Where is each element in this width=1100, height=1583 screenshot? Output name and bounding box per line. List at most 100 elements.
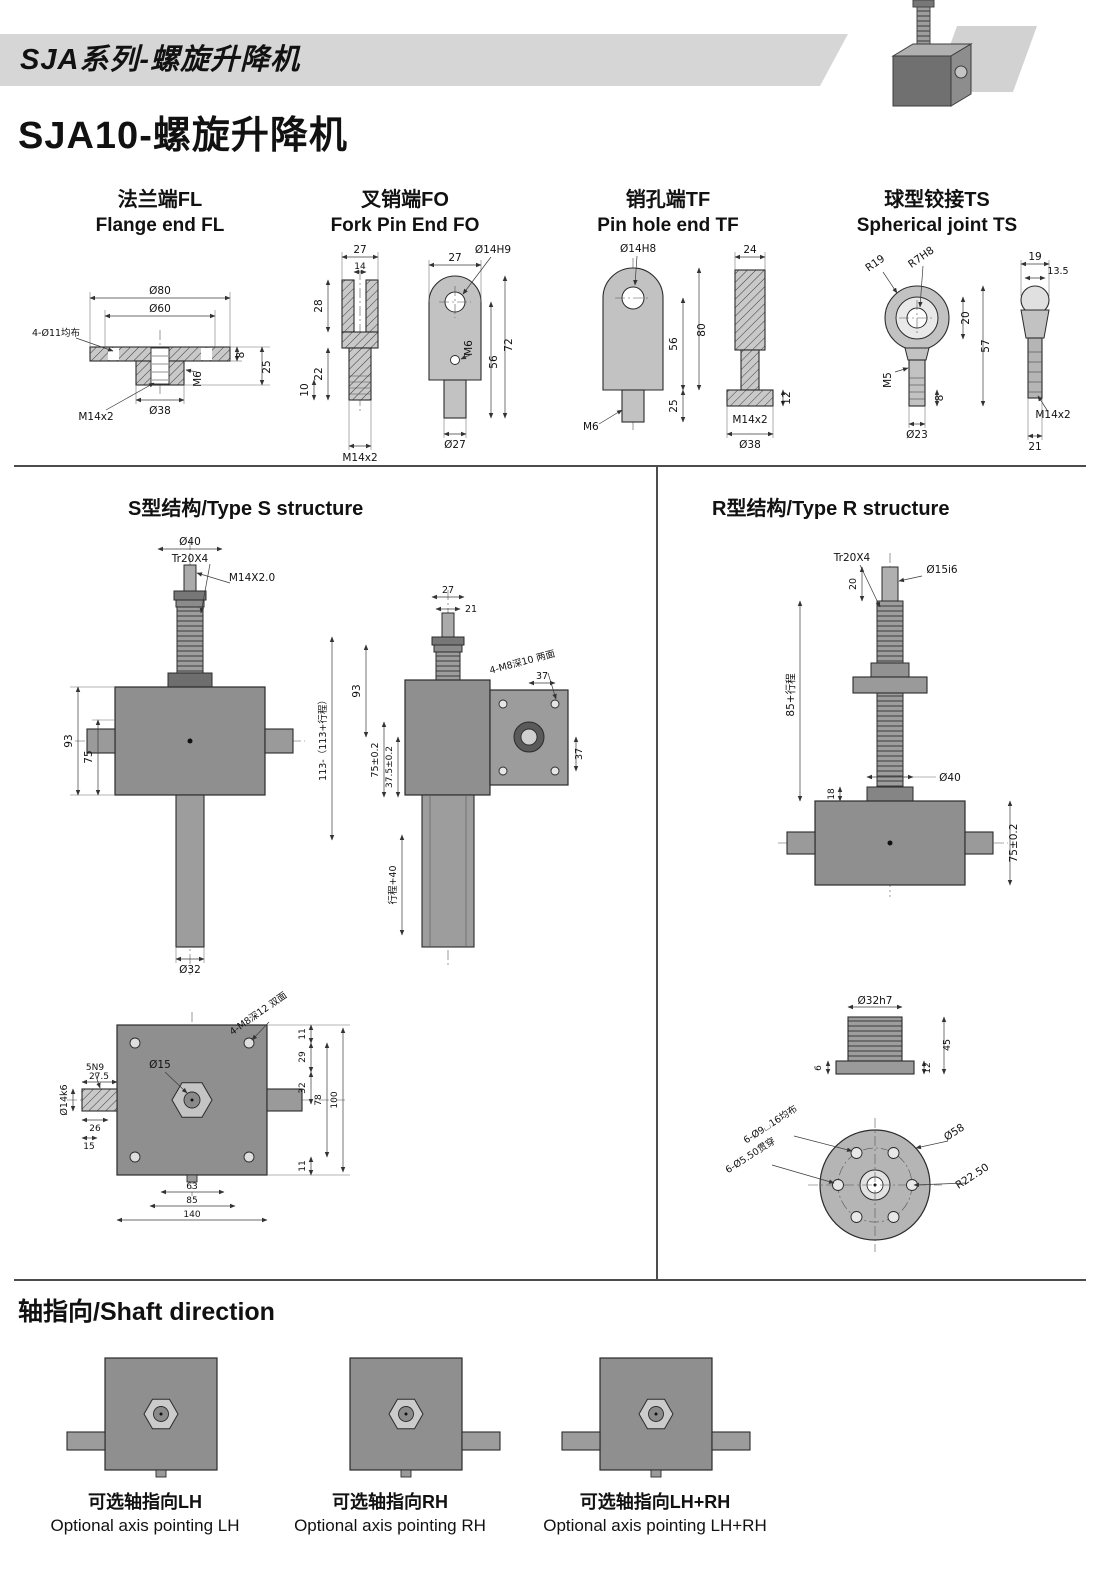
dim-label: M5 xyxy=(882,372,894,388)
dim-label: 63 xyxy=(186,1182,197,1192)
dim-label: 20 xyxy=(848,578,859,590)
dim-label: 56 xyxy=(488,355,500,369)
dim-label: 12 xyxy=(923,1062,933,1073)
dim-label: 72 xyxy=(503,338,515,351)
pin-hole-side-view xyxy=(602,267,664,423)
shaft-right xyxy=(461,1431,501,1451)
caption-rh-zh: 可选轴指向RH xyxy=(332,1492,448,1512)
rod-end-front-view xyxy=(884,285,950,407)
dim-label: Ø40 xyxy=(179,536,201,548)
type-s-side-view: 27 21 93 113-（113+行程） 75±0.2 37.5±0.2 行程… xyxy=(317,585,585,967)
dim-label: 11 xyxy=(298,1160,308,1171)
dim-label: 25 xyxy=(668,399,680,412)
dim-label: Ø38 xyxy=(739,439,761,451)
housing-lhrh xyxy=(561,1357,751,1478)
dim-label: 26 xyxy=(89,1124,101,1134)
dim-label: 93 xyxy=(63,734,75,747)
dim-label: Ø14k6 xyxy=(59,1084,70,1115)
dim-label: 27 xyxy=(353,244,366,256)
lower-screw-rod xyxy=(175,794,205,948)
pin-hole-end-drawing: Ø14H8 M6 56 80 25 24 M14x2 Ø38 12 xyxy=(583,243,793,451)
flange-end-drawing: Ø80 Ø60 4-Ø11均布 M14x2 Ø38 M6 8 25 xyxy=(32,285,273,423)
dim-label: 100 xyxy=(330,1091,340,1108)
dim-label: 19 xyxy=(1028,251,1041,263)
dim-label: 37 xyxy=(536,671,548,682)
shaft-direction-rh-drawing xyxy=(349,1357,501,1478)
dim-label: Ø60 xyxy=(149,303,171,315)
dim-label: 28 xyxy=(313,299,325,312)
dim-label: Tr20X4 xyxy=(171,553,209,565)
series-title: SJA系列-螺旋升降机 xyxy=(20,44,301,76)
dim-label: 13.5 xyxy=(1047,266,1068,277)
dim-label: 85+行程 xyxy=(784,673,797,717)
dim-label: 78 xyxy=(314,1094,324,1106)
flange-face-view xyxy=(808,1118,942,1252)
fork-section-view xyxy=(341,279,379,401)
dim-label: Ø40 xyxy=(939,772,961,784)
dim-label: 80 xyxy=(696,323,708,336)
dim-label: 11 xyxy=(298,1028,308,1039)
dim-label: 12 xyxy=(781,391,793,404)
dim-label: R19 xyxy=(863,253,887,275)
dim-label: Ø32h7 xyxy=(858,995,893,1007)
section-divider xyxy=(14,465,1086,467)
housing-top-view xyxy=(81,1024,303,1183)
housing-rh xyxy=(349,1357,501,1478)
dim-label: Ø27 xyxy=(444,439,466,451)
dim-label: 75 xyxy=(83,750,95,763)
type-r-structure-title: R型结构/Type R structure xyxy=(712,498,950,520)
threaded-bushing-side-view xyxy=(835,1016,915,1075)
dim-label: Ø14H9 xyxy=(475,244,511,256)
flange-end-title-zh: 法兰端FL xyxy=(117,189,203,211)
caption-lh-zh: 可选轴指向LH xyxy=(88,1492,202,1512)
dim-label: 37 xyxy=(574,748,585,760)
dim-label: 6 xyxy=(814,1065,824,1071)
shaft-direction-lh-drawing xyxy=(66,1357,218,1478)
header-spherical-joint: 球型铰接TS Spherical joint TS xyxy=(822,188,1052,238)
dim-label: 4-Ø11均布 xyxy=(32,327,80,339)
dim-label: M6 xyxy=(463,340,475,356)
caption-rh: 可选轴指向RH Optional axis pointing RH xyxy=(270,1490,510,1538)
dim-label: 45 xyxy=(942,1039,953,1051)
screw-jack-illustration xyxy=(891,0,973,107)
shaft-left xyxy=(561,1431,601,1451)
flange-section xyxy=(89,346,231,386)
dim-label: 85 xyxy=(186,1196,197,1206)
dim-label: 56 xyxy=(668,337,680,351)
dim-label: M14x2 xyxy=(732,414,767,426)
dim-label: 22 xyxy=(313,367,325,380)
dim-label: 20 xyxy=(960,311,972,324)
dim-label: 75±0.2 xyxy=(1008,824,1020,863)
dim-label: R22.50 xyxy=(953,1161,991,1191)
header-fork-pin-end: 叉销端FO Fork Pin End FO xyxy=(290,188,520,238)
page-title: SJA10-螺旋升降机 xyxy=(18,115,348,157)
shaft-right xyxy=(711,1431,751,1451)
protection-tube xyxy=(421,794,475,948)
dim-label: 27 xyxy=(448,252,461,264)
dim-label: 行程+40 xyxy=(387,865,399,904)
dim-label: Ø80 xyxy=(149,285,171,297)
type-r-flange-views: Ø32h7 6 12 45 6-Ø9⌴16均布 6-Ø5.50贯穿 Ø58 R2… xyxy=(723,995,991,1252)
caption-lh-en: Optional axis pointing LH xyxy=(50,1516,240,1535)
housing-lh xyxy=(66,1357,218,1478)
dim-label: M14x2 xyxy=(342,452,377,464)
dim-label: 57 xyxy=(980,339,992,352)
caption-lh: 可选轴指向LH Optional axis pointing LH xyxy=(25,1490,265,1538)
dim-label: 27.5 xyxy=(89,1072,109,1082)
screw-top xyxy=(431,612,465,681)
dim-label: Ø15 xyxy=(149,1059,171,1071)
fork-side-view xyxy=(428,275,482,419)
fork-pin-end-title-en: Fork Pin End FO xyxy=(330,215,480,236)
pin-hole-end-title-en: Pin hole end TF xyxy=(597,215,739,236)
header-banner: SJA系列-螺旋升降机 xyxy=(0,34,848,86)
dim-label: Ø32 xyxy=(179,964,201,976)
dim-label: Ø15i6 xyxy=(926,564,958,576)
screw-assembly xyxy=(167,564,213,688)
section-divider xyxy=(14,1279,1086,1281)
dim-label: Tr20X4 xyxy=(833,552,871,564)
caption-lhrh: 可选轴指向LH+RH Optional axis pointing LH+RH xyxy=(510,1490,800,1538)
type-s-top-view: 4-M8深12 双面 Ø14k6 5N9 27.5 26 15 Ø15 11 2… xyxy=(59,990,350,1223)
dim-label: 37.5±0.2 xyxy=(385,746,395,788)
dim-label: 29 xyxy=(298,1051,308,1063)
dim-label: M14x2 xyxy=(78,411,113,423)
